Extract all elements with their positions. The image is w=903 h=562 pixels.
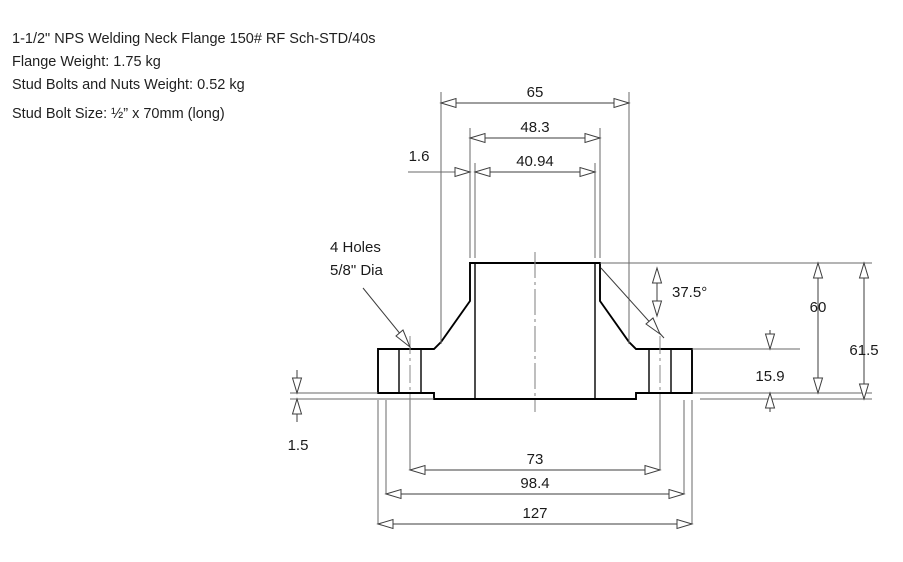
dim-label-65: 65	[527, 84, 544, 101]
arrow-1-5-top	[291, 377, 303, 395]
callout-holes-line2: 5/8" Dia	[330, 262, 384, 279]
arrow-61-top	[858, 261, 870, 279]
arrow-angle-down	[651, 300, 663, 318]
arrow-angle-up	[651, 266, 663, 284]
arrow-98-left	[384, 488, 402, 500]
dim-label-98-4: 98.4	[520, 475, 549, 492]
arrow-61-bottom	[858, 383, 870, 401]
dim-label-61-5: 61.5	[849, 342, 878, 359]
arrow-15-9-top	[764, 333, 776, 351]
arrow-1-5-bottom	[291, 397, 303, 415]
flange-cross-section	[377, 252, 693, 412]
dim-label-1-6: 1.6	[409, 148, 430, 165]
arrow-73-left	[408, 464, 426, 476]
dim-label-73: 73	[527, 451, 544, 468]
arrow-127-left	[376, 518, 394, 530]
dim-label-1-5: 1.5	[288, 437, 309, 454]
note-line-bolt-size: Stud Bolt Size: ½” x 70mm (long)	[12, 106, 225, 122]
note-line-title: 1-1/2" NPS Welding Neck Flange 150# RF S…	[12, 31, 376, 47]
arrow-angle-leader	[645, 317, 662, 336]
callouts: 4 Holes 5/8" Dia 37.5°	[330, 239, 707, 349]
dim-label-127: 127	[522, 505, 547, 522]
note-line-flange-weight: Flange Weight: 1.75 kg	[12, 54, 161, 70]
arrow-65-right	[613, 97, 631, 109]
arrow-60-bottom	[812, 377, 824, 395]
callout-holes-line1: 4 Holes	[330, 239, 381, 256]
dimension-lines: 65 48.3 40.94 1.6 73 98.4 127 60	[288, 84, 879, 530]
arrow-40-left	[473, 166, 491, 178]
notes-block: 1-1/2" NPS Welding Neck Flange 150# RF S…	[12, 28, 376, 126]
arrow-60-top	[812, 261, 824, 279]
arrow-127-right	[676, 518, 694, 530]
dim-label-15-9: 15.9	[755, 368, 784, 385]
callout-angle: 37.5°	[672, 284, 707, 301]
note-line-bolt-weight: Stud Bolts and Nuts Weight: 0.52 kg	[12, 77, 245, 93]
arrow-98-right	[668, 488, 686, 500]
arrow-48-right	[584, 132, 602, 144]
dim-label-48-3: 48.3	[520, 119, 549, 136]
extension-lines	[290, 92, 872, 524]
arrow-1-6-left	[454, 166, 472, 178]
arrow-73-right	[644, 464, 662, 476]
dim-label-60: 60	[810, 299, 827, 316]
arrow-15-9-bottom	[764, 391, 776, 409]
arrow-65-left	[439, 97, 457, 109]
arrow-48-left	[468, 132, 486, 144]
dim-label-40-94: 40.94	[516, 153, 554, 170]
arrow-40-right	[579, 166, 597, 178]
arrow-holes-leader	[395, 329, 412, 349]
leader-holes	[362, 287, 407, 342]
